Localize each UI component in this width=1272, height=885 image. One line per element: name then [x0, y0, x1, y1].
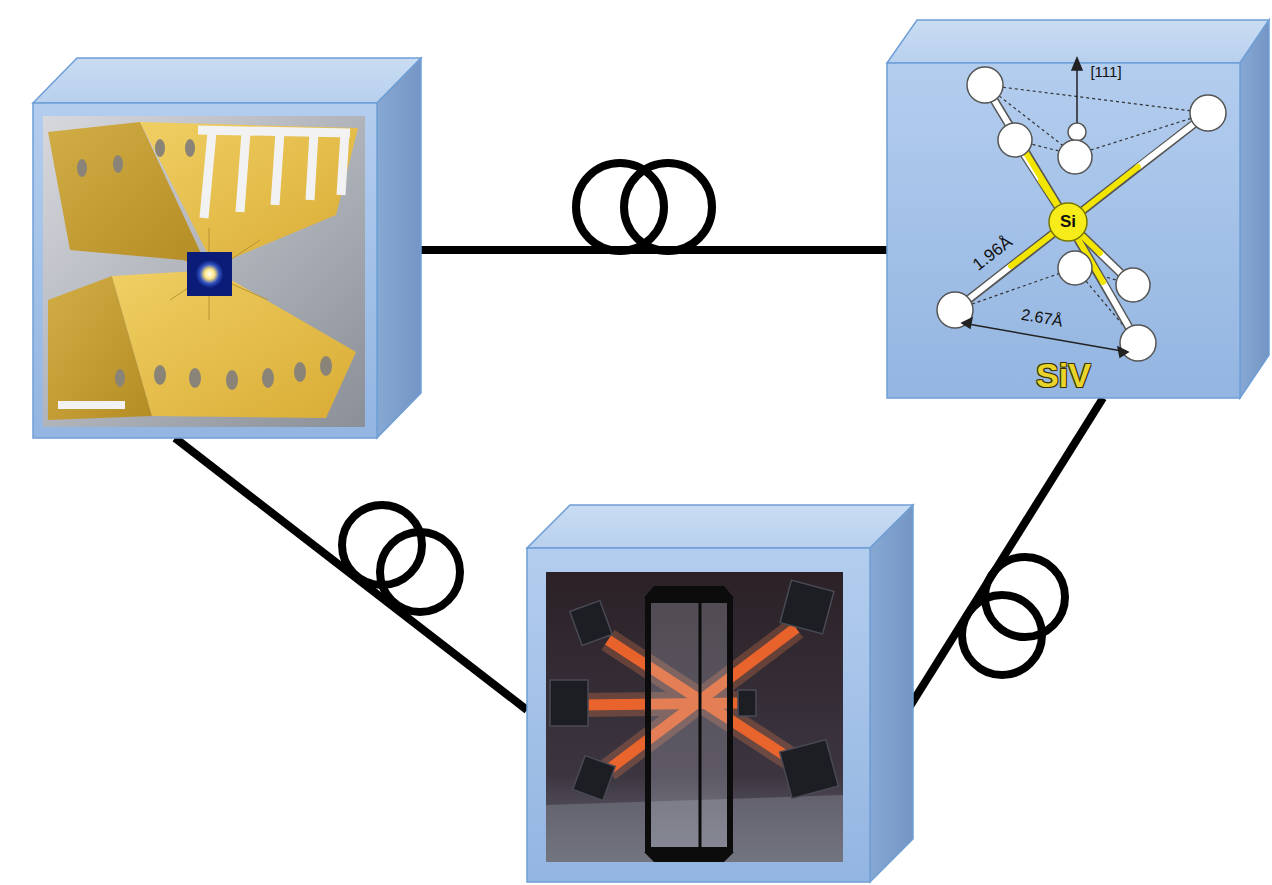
electrode-chip-illustration	[150, 228, 268, 320]
electrode-chip-illustration	[43, 116, 365, 427]
box-faces	[887, 63, 1240, 398]
trap-box	[527, 548, 870, 882]
laser-devices	[780, 580, 834, 634]
atoms	[1190, 95, 1226, 131]
silicon-atom	[1049, 203, 1087, 241]
dimension-label: 2.67Å	[1020, 306, 1064, 331]
laser-devices	[573, 756, 615, 801]
fiber-link	[175, 438, 527, 710]
box-caption: SiV	[1036, 358, 1091, 394]
electrode-chip-illustration	[204, 132, 212, 218]
electrode-chip-illustration	[185, 139, 195, 157]
electrode-chip-illustration	[275, 132, 280, 205]
distance-arrow	[962, 318, 972, 328]
fiber-loops	[380, 532, 460, 612]
box-faces	[1240, 20, 1269, 398]
electrode-chip-illustration	[113, 155, 123, 173]
electrode-chip-illustration	[240, 132, 246, 212]
distance-arrow	[968, 324, 1122, 351]
glass-cell	[644, 586, 734, 598]
lattice-dashes	[985, 85, 1208, 113]
siv-lattice-illustration	[937, 58, 1226, 361]
glass-cell	[699, 600, 702, 850]
laser-devices	[570, 601, 612, 646]
electrode-chip-illustration	[198, 130, 350, 133]
atoms	[998, 123, 1032, 157]
electrode-chip-illustration	[198, 130, 350, 218]
fiber-link	[377, 246, 887, 254]
electrode-chip-illustration	[196, 260, 224, 288]
bond-sticks	[955, 222, 1068, 310]
box-faces	[870, 505, 913, 882]
electrode-chip-illustration	[226, 370, 238, 390]
lattice-dashes	[955, 268, 1075, 310]
electrode-chip-illustration	[310, 132, 314, 200]
atoms	[1116, 268, 1150, 302]
box-faces	[887, 20, 1269, 63]
electrode-chip-illustration	[155, 139, 165, 157]
laser-devices	[550, 680, 588, 726]
box-faces	[377, 58, 421, 438]
electrode-chip-illustration	[112, 270, 356, 418]
box-faces	[33, 58, 421, 103]
atoms	[1058, 140, 1092, 174]
electrode-chip-illustration	[262, 368, 274, 388]
atoms	[937, 67, 1226, 361]
electrode-chip-illustration	[189, 368, 201, 388]
dimension-label: 1.96Å	[970, 233, 1017, 275]
electrode-chip-illustration	[187, 252, 232, 296]
box-faces	[33, 103, 377, 438]
glass-cell	[644, 852, 734, 862]
electrode-chip-illustration	[320, 356, 332, 376]
electrode-chip-illustration	[58, 401, 125, 409]
electrode-chip-illustration	[154, 365, 166, 385]
bond-sticks	[955, 85, 1208, 343]
electrode-chip-illustration	[294, 362, 306, 382]
electrode-chip-illustration	[115, 369, 125, 387]
direction-arrow	[1072, 58, 1082, 70]
electrode-chip-illustration	[43, 116, 365, 427]
atoms	[1120, 325, 1156, 361]
glass-cell	[648, 600, 730, 850]
optical-trap-illustration	[546, 572, 843, 862]
distance-arrow	[1118, 347, 1128, 357]
electrode-chip-illustration	[77, 159, 87, 177]
bond-sticks	[955, 85, 1208, 343]
fiber-loops	[624, 163, 712, 251]
bond-sticks	[955, 85, 1208, 343]
electrode-chip-illustration	[341, 132, 345, 195]
laser-devices	[780, 740, 839, 799]
atoms	[1058, 251, 1092, 285]
bond-sticks	[985, 85, 1068, 222]
glass-cell	[644, 586, 734, 862]
chip-box	[33, 103, 377, 438]
atom-label: Si	[1060, 213, 1076, 232]
glass-cell	[648, 600, 730, 850]
atoms	[967, 67, 1003, 103]
lattice-dashes	[955, 85, 1208, 343]
box-faces	[527, 505, 913, 548]
atoms	[1068, 123, 1086, 141]
axis-label: [111]	[1090, 64, 1121, 81]
box-faces	[33, 20, 1269, 882]
optical-trap-illustration	[546, 572, 843, 862]
box-faces	[527, 548, 870, 882]
laser-devices	[550, 580, 838, 800]
atoms	[937, 292, 973, 328]
laser-devices	[738, 690, 756, 716]
electrode-chip-illustration	[140, 122, 358, 266]
electrode-chip-illustration	[77, 139, 332, 390]
